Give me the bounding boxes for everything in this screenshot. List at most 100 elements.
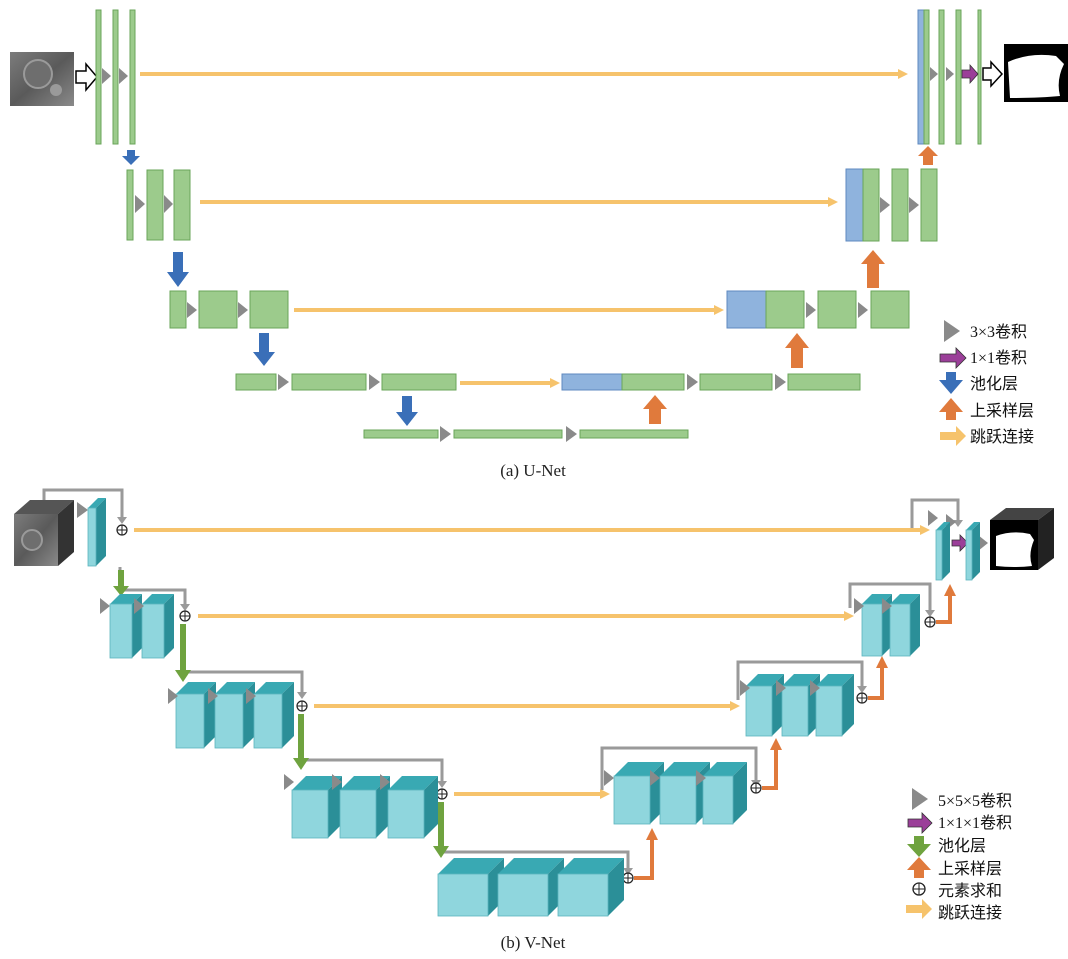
unet-enc2-fmap [173,169,191,241]
vnet-enc1-fmap [87,498,106,567]
conv-arrow [369,374,380,390]
cube-top-face [388,776,438,790]
vnet-output-image [990,508,1054,570]
pool-arrow [113,570,129,596]
sum-icon [296,700,308,712]
cube-front-face [291,789,329,839]
unet-dec4-concat [561,373,623,391]
unet-enc3-fmap [198,290,238,329]
cube-front-face [613,775,651,825]
conv-arrow [604,770,614,786]
cube-side-face [328,776,342,838]
upsample-arrow [634,838,654,880]
unet-dec1-fmap [977,9,982,145]
unet-legend: 3×3卷积 1×1卷积 池化层 上采样层 跳跃连接 [939,320,1034,446]
vnet-bottom-fmap [437,858,504,917]
cube-side-face [910,594,920,656]
conv-arrow [238,302,248,318]
cube-front-face [815,685,843,737]
conv-arrow [930,67,938,81]
sum-icon [750,782,762,794]
residual-connection [736,660,864,700]
unet-dec4-fmap [621,373,685,391]
cube-front-face [387,789,425,839]
conv1-icon [939,347,967,369]
conv-arrow [854,598,864,614]
unet-dec3-concat [726,290,767,329]
conv-arrow [928,510,938,526]
upsample-arrow [868,666,884,700]
cube-front-face [781,685,809,737]
unet-dec2-concat [845,168,864,242]
cube-top-face [498,858,564,874]
cube-top-face [176,682,216,694]
cube-front-face [889,603,911,657]
cube-front-face [437,873,489,917]
residual-connection [848,582,932,612]
unet-skip-1 [140,69,908,79]
pool-arrow [175,624,191,682]
unet-dec3-fmap [870,290,910,329]
vnet-legend-label: 池化层 [938,837,986,855]
conv-arrow [858,302,868,318]
conv-arrow [284,774,294,790]
conv-icon [944,320,960,342]
cube-front-face [339,789,377,839]
unet-dec3-fmap [817,290,857,329]
unet-dec2-fmap [891,168,909,242]
pool-arrow [433,802,449,858]
vnet-bottom-fmap [557,858,624,917]
pool-arrow [396,396,418,426]
unet-dec4-fmap [787,373,861,391]
cube-front-face [109,603,133,659]
unet-dec4-fmap [699,373,773,391]
vnet-legend-label: 5×5×5卷积 [938,792,1012,810]
residual-connection [42,488,124,519]
conv-arrow [135,195,145,213]
unet-caption: (a) U-Net [500,461,566,480]
cube-top-face [936,522,950,530]
sum-icon [912,882,926,896]
vnet-enc3-fmap [253,682,294,749]
cube-top-face [254,682,294,694]
cube-side-face [608,858,624,916]
cube-front-face [214,693,244,749]
unet-enc4-fmap [235,373,277,391]
vnet-diagram: (b) V-Net 5×5×5卷积 1×1×1卷积 池化层 上采样层 元素求和 … [14,488,1054,952]
skip-icon [906,899,932,919]
conv-arrow [880,197,890,213]
conv-arrow [100,598,110,614]
upsample-arrow [643,395,667,424]
cube-front-face [497,873,549,917]
sum-icon [856,692,868,704]
conv-arrow [566,426,577,442]
unet-legend-label: 上采样层 [970,402,1034,420]
cube-front-face [861,603,883,657]
cube-top-face [142,594,174,604]
pool-arrow [167,252,189,287]
vnet-legend-label: 上采样层 [938,860,1002,878]
vnet-input-image [14,500,74,566]
conv1-arrow [951,534,969,552]
upsample-arrow [861,250,885,288]
conv-arrow [134,598,144,614]
upsample-icon [939,398,963,420]
vnet-legend-label: 1×1×1卷积 [938,814,1012,832]
vnet-skip-1 [134,525,930,535]
cube-side-face [424,776,438,838]
conv-arrow [77,502,88,518]
cube-side-face [282,682,294,748]
conv-arrow [208,688,218,704]
conv-arrow [440,426,451,442]
vnet-skip-4 [454,789,610,799]
unet-enc1-fmap [129,9,136,145]
sum-icon [179,610,191,622]
conv-icon [912,788,928,810]
cube-side-face [972,522,980,580]
conv1-icon [907,812,933,834]
conv-arrow [696,770,706,786]
conv-arrow [810,680,820,696]
unet-enc2-fmap [146,169,164,241]
cube-top-face [438,858,504,874]
